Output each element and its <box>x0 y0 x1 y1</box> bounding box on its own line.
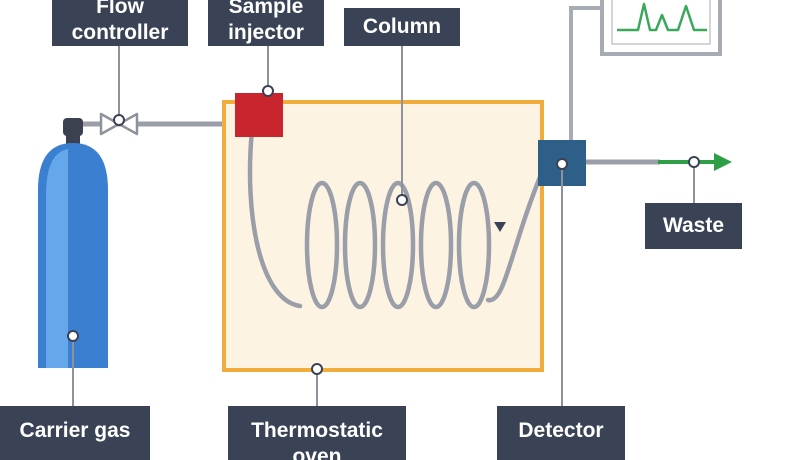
thermostatic-oven-label-line1: Thermostatic <box>251 419 383 442</box>
thermostatic-oven-label: Thermostatic oven <box>228 406 406 460</box>
oven-indicator-arrow <box>494 222 506 232</box>
flow-controller-label-line2: controller <box>71 21 169 44</box>
gas-chromatography-diagram <box>38 0 732 406</box>
waste-label: Waste <box>645 203 742 249</box>
sample-injector-label-line2: injector <box>228 21 304 44</box>
sample-injector <box>235 93 283 137</box>
flow-controller-label: Flow controller <box>52 0 188 46</box>
detector-signal-line <box>569 6 602 163</box>
leader-dots <box>67 85 700 375</box>
carrier-gas-label-text: Carrier gas <box>19 419 131 442</box>
column-label: Column <box>344 8 460 46</box>
sample-injector-label: Sample injector <box>208 0 324 46</box>
flow-controller-label-line1: Flow <box>96 0 144 18</box>
detector-label: Detector <box>497 406 625 460</box>
sample-injector-label-line1: Sample <box>228 0 304 18</box>
waste-label-text: Waste <box>662 214 725 237</box>
detector-label-text: Detector <box>518 419 604 442</box>
thermostatic-oven-label-line2: oven <box>292 445 342 460</box>
carrier-gas-label: Carrier gas <box>0 406 150 460</box>
chromatogram-trace <box>617 2 707 32</box>
leader-lines <box>72 46 695 406</box>
column-label-text: Column <box>362 15 442 38</box>
column-coil <box>247 127 545 310</box>
valve-icon <box>99 112 139 136</box>
recorder-monitor <box>600 0 722 56</box>
gas-cylinder-icon <box>38 118 108 368</box>
